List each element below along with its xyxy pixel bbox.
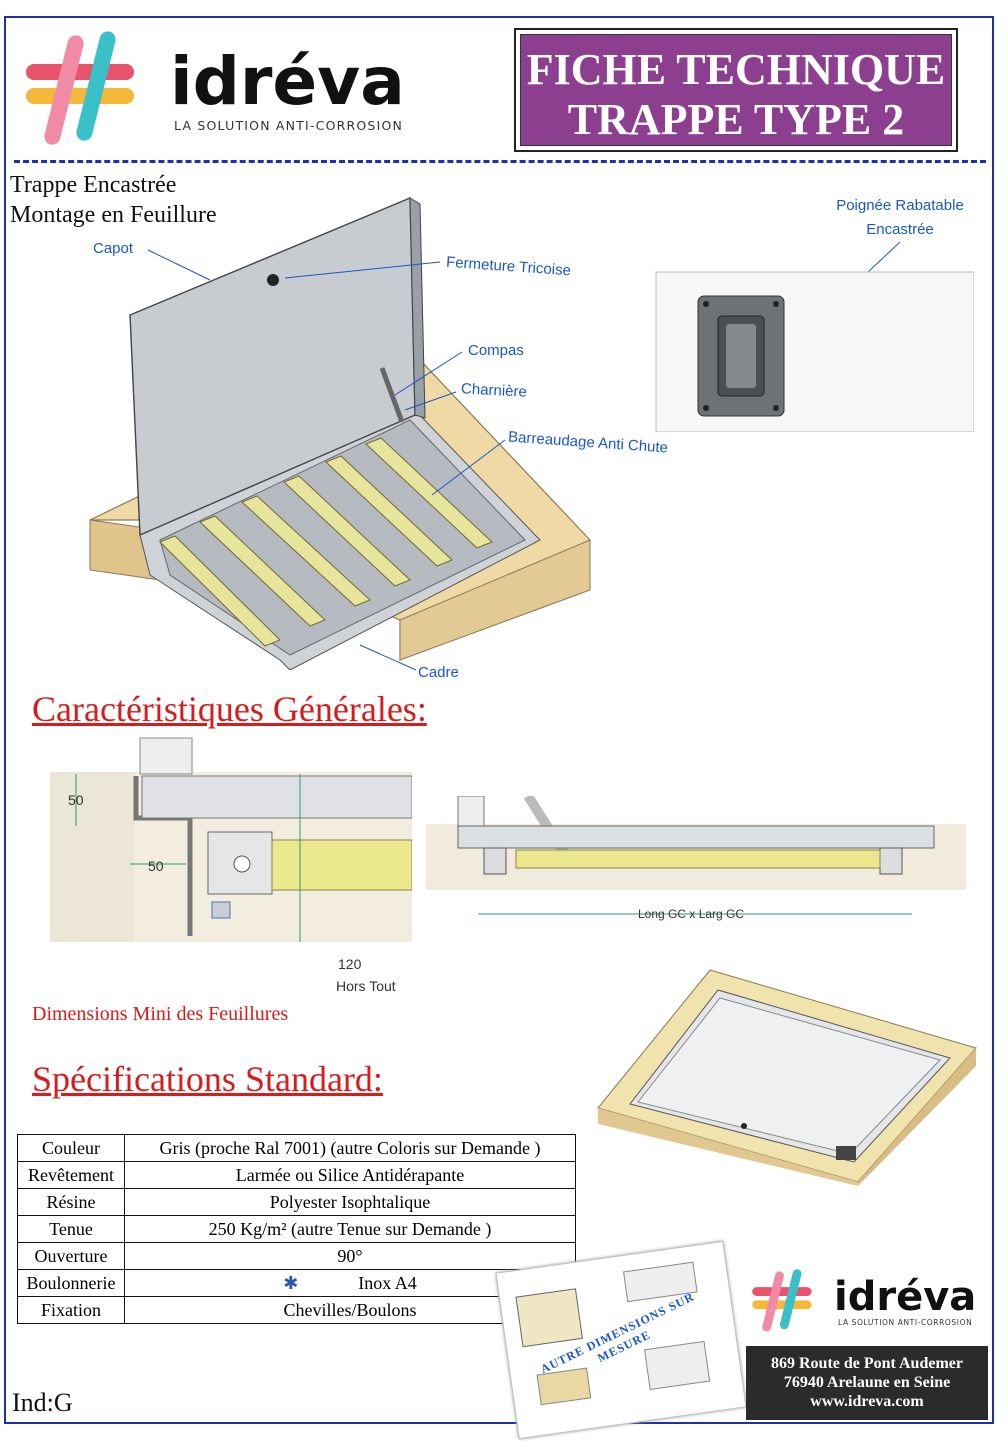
custom-sizes-sheet: AUTRE DIMENSIONS SUR MESURE xyxy=(495,1240,747,1440)
table-row: Boulonnerie ✱ Inox A4 xyxy=(17,1269,576,1297)
spec-value: Gris (proche Ral 7001) (autre Coloris su… xyxy=(124,1134,576,1162)
intro-line-1: Trappe Encastrée xyxy=(10,172,177,198)
hatch-illustration xyxy=(89,196,591,670)
title-line-1: FICHE TECHNIQUE xyxy=(526,45,946,94)
logo-hash-icon xyxy=(26,31,134,145)
title-box: FICHE TECHNIQUE TRAPPE TYPE 2 xyxy=(514,28,958,152)
spec-label: Couleur xyxy=(17,1134,125,1162)
spec-value-text: Inox A4 xyxy=(358,1272,417,1293)
lock-icon xyxy=(267,274,279,286)
section-specifications: Spécifications Standard: xyxy=(32,1059,383,1099)
intro-line-2: Montage en Feuillure xyxy=(10,202,217,228)
header-divider xyxy=(14,160,986,163)
dim-hors-tout: Hors Tout xyxy=(336,978,396,994)
footer-logo: idréva LA SOLUTION ANTI-CORROSION xyxy=(746,1262,988,1344)
address-line-1: 869 Route de Pont Audemer xyxy=(771,1355,963,1372)
dim-v50: 50 xyxy=(68,792,84,808)
spec-value: Larmée ou Silice Antidérapante xyxy=(124,1161,576,1189)
spec-label: Revêtement xyxy=(17,1161,125,1189)
address-web: www.idreva.com xyxy=(810,1393,924,1410)
spec-label: Boulonnerie xyxy=(17,1269,125,1297)
sheet-thumbnail xyxy=(515,1261,711,1406)
intro-text: Trappe Encastrée Montage en Feuillure xyxy=(10,170,217,230)
header-logo: idréva LA SOLUTION ANTI-CORROSION xyxy=(22,26,426,158)
section-caracteristiques: Caractéristiques Générales: xyxy=(32,689,427,729)
dim-v120: 120 xyxy=(338,956,362,972)
dimensions-caption: Dimensions Mini des Feuillures xyxy=(32,1003,289,1025)
spec-value: Polyester Isophtalique xyxy=(124,1188,576,1216)
spec-value: 90° xyxy=(124,1242,576,1270)
handle-detail: Poignée Rabatable Encastrée xyxy=(640,190,980,432)
callout-cadre: Cadre xyxy=(418,664,459,681)
spec-value: 250 Kg/m² (autre Tenue sur Demande ) xyxy=(124,1215,576,1243)
logo-hash-icon xyxy=(752,1269,812,1332)
callout-poignee-line2: Encastrée xyxy=(866,221,934,238)
spec-label: Fixation xyxy=(17,1296,125,1324)
logo-tagline: LA SOLUTION ANTI-CORROSION xyxy=(174,118,404,133)
callout-charniere: Charnière xyxy=(460,380,528,401)
handle-icon xyxy=(655,271,974,432)
address-line-2: 76940 Arelaune en Seine xyxy=(783,1374,951,1391)
footer-tagline: LA SOLUTION ANTI-CORROSION xyxy=(838,1318,973,1327)
footer-address: 869 Route de Pont Audemer 76940 Arelaune… xyxy=(746,1346,988,1420)
callout-poignee-line1: Poignée Rabatable xyxy=(836,197,964,214)
callout-capot: Capot xyxy=(93,240,134,257)
closed-hatch-illustration xyxy=(597,969,977,1186)
logo-wordmark: idréva xyxy=(170,43,405,120)
bolt-icon: ✱ xyxy=(283,1272,299,1293)
title-line-2: TRAPPE TYPE 2 xyxy=(567,95,905,144)
footer-wordmark: idréva xyxy=(834,1274,977,1320)
page-frame xyxy=(4,16,994,1424)
spec-label: Ouverture xyxy=(17,1242,125,1270)
lock-icon xyxy=(741,1123,747,1129)
spec-label: Tenue xyxy=(17,1215,125,1243)
callout-poignee: Poignée Rabatable Encastrée xyxy=(820,194,980,242)
callout-compas: Compas xyxy=(468,342,524,359)
handle-icon xyxy=(836,1146,856,1160)
spec-label: Résine xyxy=(17,1188,125,1216)
section-drawing-right xyxy=(426,796,966,915)
dim-h50: 50 xyxy=(148,858,164,874)
title-inner: FICHE TECHNIQUE TRAPPE TYPE 2 xyxy=(520,34,952,146)
document-index: Ind:G xyxy=(12,1388,73,1417)
dim-long-larg: Long GC x Larg GC xyxy=(638,907,745,921)
section-drawing-left xyxy=(50,737,412,942)
